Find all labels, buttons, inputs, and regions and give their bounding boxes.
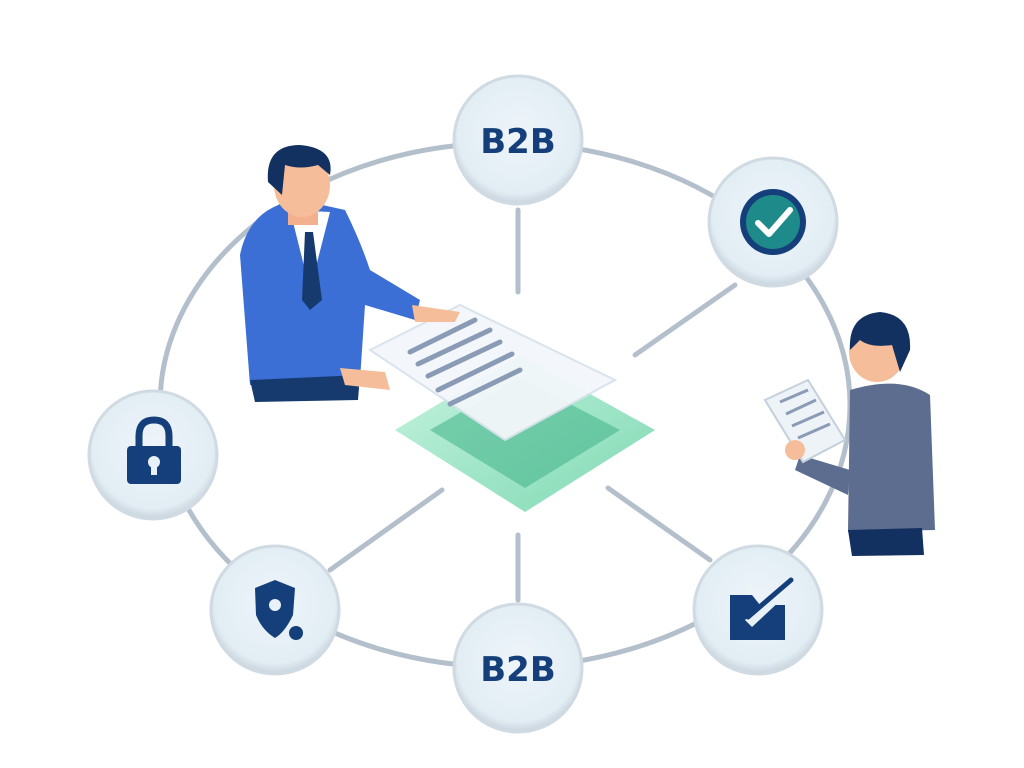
document-platform [368,303,655,512]
node-check [707,156,839,288]
b2b-label-bottom: B2B [480,650,556,690]
b2b-label-top: B2B [480,122,556,162]
edit-box-icon [730,577,797,640]
node-b2b-bottom: B2B [452,602,584,734]
businessman-right [763,312,935,556]
lock-icon [127,416,181,484]
node-shield [209,544,341,676]
node-edit-box [692,544,824,676]
node-b2b-top: B2B [452,74,584,206]
shield-icon [255,580,303,640]
check-icon [740,189,806,255]
businessman-left [240,145,460,402]
node-lock [87,389,219,521]
